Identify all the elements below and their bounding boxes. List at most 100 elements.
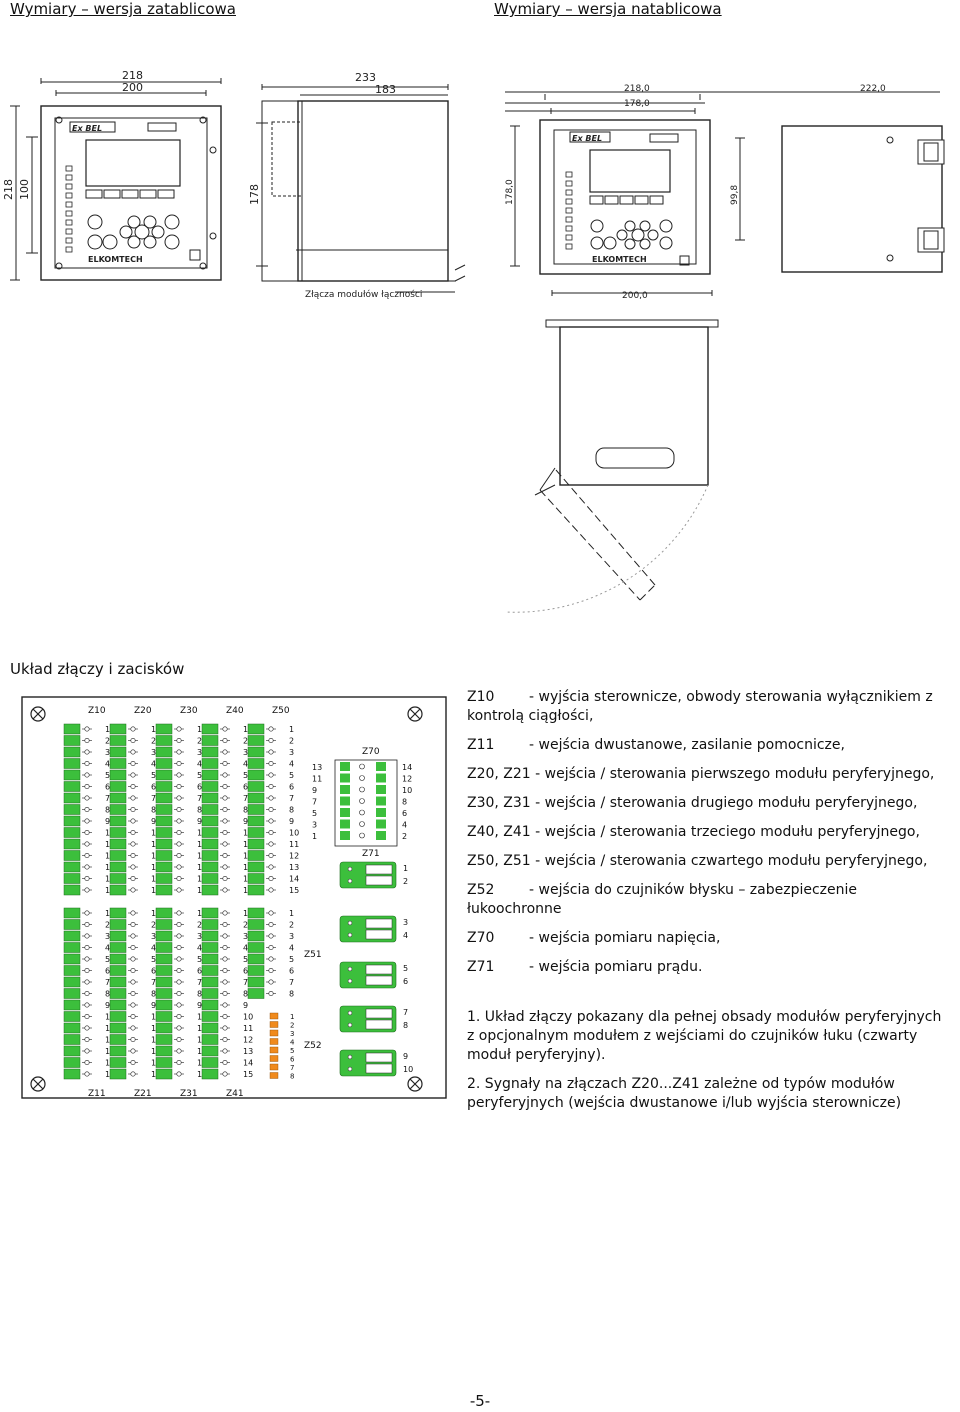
terminal-z52-pin-label: 1 [290,1013,294,1021]
terminal-z31-pin-label: 9 [197,1001,202,1010]
terminal-z10-pin [63,781,81,792]
terminal-z30-pin [155,884,173,896]
terminal-z51-screw [268,967,274,973]
terminal-z41-pin [201,930,219,942]
terminal-z50-pin [247,884,265,896]
terminal-z10-screw [84,726,90,732]
terminal-z30-screw [176,841,182,847]
terminal-z10-pin [63,884,81,896]
terminal-z41-pin-label: 13 [243,1047,253,1056]
dim-left-depth-outer: 233 [355,71,376,84]
terminal-z11-pin [63,999,81,1011]
terminal-z21-pin [109,942,127,953]
terminal-z71-screw [347,1022,353,1028]
terminal-z10-pin-label: 7 [105,794,110,803]
terminal-z50-pin [247,804,265,815]
terminal-z41-screw [222,956,228,962]
legend-text: - wejścia dwustanowe, zasilanie pomocnic… [529,737,845,753]
terminal-z10-pin-label: 4 [105,760,110,769]
terminal-z51-screw [268,933,274,939]
terminal-z51-pin [247,988,265,999]
terminal-z31-pin [155,1034,173,1045]
terminal-z11-screw [84,990,90,996]
terminal-z20-pin-label: 6 [151,783,156,792]
connector-label-z30: Z30 [180,706,198,716]
legend-row-z40: Z40, Z41 - wejścia / sterowania trzecieg… [467,823,937,842]
terminal-z21-pin-label: 1 [151,909,156,918]
terminal-z41-screw [222,1002,228,1008]
legend-code: Z71 [467,959,495,975]
terminal-z31-screw [176,1002,182,1008]
legend-row-z70: Z70- wejścia pomiaru napięcia, [467,929,937,948]
terminal-z20-pin [109,746,127,758]
terminal-z51-pin [247,930,265,942]
terminal-z41-screw [222,1071,228,1077]
terminal-z71-pin-label: 3 [403,918,408,927]
terminal-z50-screw [268,760,274,766]
terminal-z21-screw [130,933,136,939]
terminal-z21-pin [109,965,127,976]
legend-code: Z20, Z21 [467,766,531,782]
terminal-z70-pin-label: 9 [312,786,317,795]
legend-code: Z50, Z51 [467,853,531,869]
terminal-z20-pin [109,735,127,746]
terminal-z21-pin [109,976,127,988]
terminal-z50-pin [247,769,265,781]
terminal-z70-pin-label: 6 [402,809,407,818]
terminal-z10-screw [84,749,90,755]
terminal-z21-screw [130,921,136,927]
terminal-z30-pin [155,873,173,884]
terminal-z50-pin-label: 8 [289,806,294,815]
terminal-z40-screw [222,852,228,858]
terminal-z50-screw [268,749,274,755]
terminal-z10-pin [63,723,81,735]
terminal-z10-screw [84,806,90,812]
terminal-z21-pin [109,1045,127,1057]
terminal-z21-screw [130,967,136,973]
terminal-z40-pin-label: 5 [243,771,248,780]
terminal-z50-pin-label: 14 [289,875,299,884]
terminal-z41-screw [222,944,228,950]
terminal-z11-pin [63,1011,81,1022]
connector-label-z31: Z31 [180,1089,198,1099]
terminal-z70-pin-label: 5 [312,809,317,818]
terminal-z71-pin-label: 6 [403,977,408,986]
terminal-z30-screw [176,806,182,812]
terminal-z20-pin [109,723,127,735]
terminal-z20-pin [109,769,127,781]
terminal-z11-pin [63,930,81,942]
terminal-z21-pin [109,1011,127,1022]
terminal-z40-screw [222,772,228,778]
terminal-z21-screw [130,1002,136,1008]
terminal-z21-pin-label: 5 [151,955,156,964]
terminal-z10-screw [84,852,90,858]
terminal-z20-pin [109,781,127,792]
terminal-z30-screw [176,887,182,893]
terminal-z50-screw [268,818,274,824]
terminal-z41-screw [222,979,228,985]
terminal-z71-screw [347,932,353,938]
legend-text: - wejścia pomiaru prądu. [529,959,703,975]
header-right: Wymiary – wersja natablicowa [494,0,722,18]
terminal-z31-pin [155,942,173,953]
terminal-z11-screw [84,933,90,939]
terminal-z20-screw [130,772,136,778]
terminal-z30-pin [155,723,173,735]
terminal-z71-slot [365,1063,393,1074]
dim-left-side-h: 178 [248,184,261,205]
terminal-z51-screw [268,944,274,950]
terminal-z21-pin-label: 6 [151,967,156,976]
terminal-z11-pin [63,965,81,976]
terminal-z10-screw [84,737,90,743]
terminal-z31-screw [176,921,182,927]
terminal-z71-slot [365,864,393,875]
terminal-z41-pin-label: 2 [243,921,248,930]
terminal-z41-pin [201,1068,219,1080]
terminal-z40-screw [222,806,228,812]
terminal-z52-pin-label: 3 [290,1030,294,1038]
terminal-z30-screw [176,829,182,835]
terminal-z41-screw [222,921,228,927]
page-number: -5- [469,1392,491,1410]
terminal-z31-pin [155,1057,173,1068]
terminal-z31-screw [176,1060,182,1066]
